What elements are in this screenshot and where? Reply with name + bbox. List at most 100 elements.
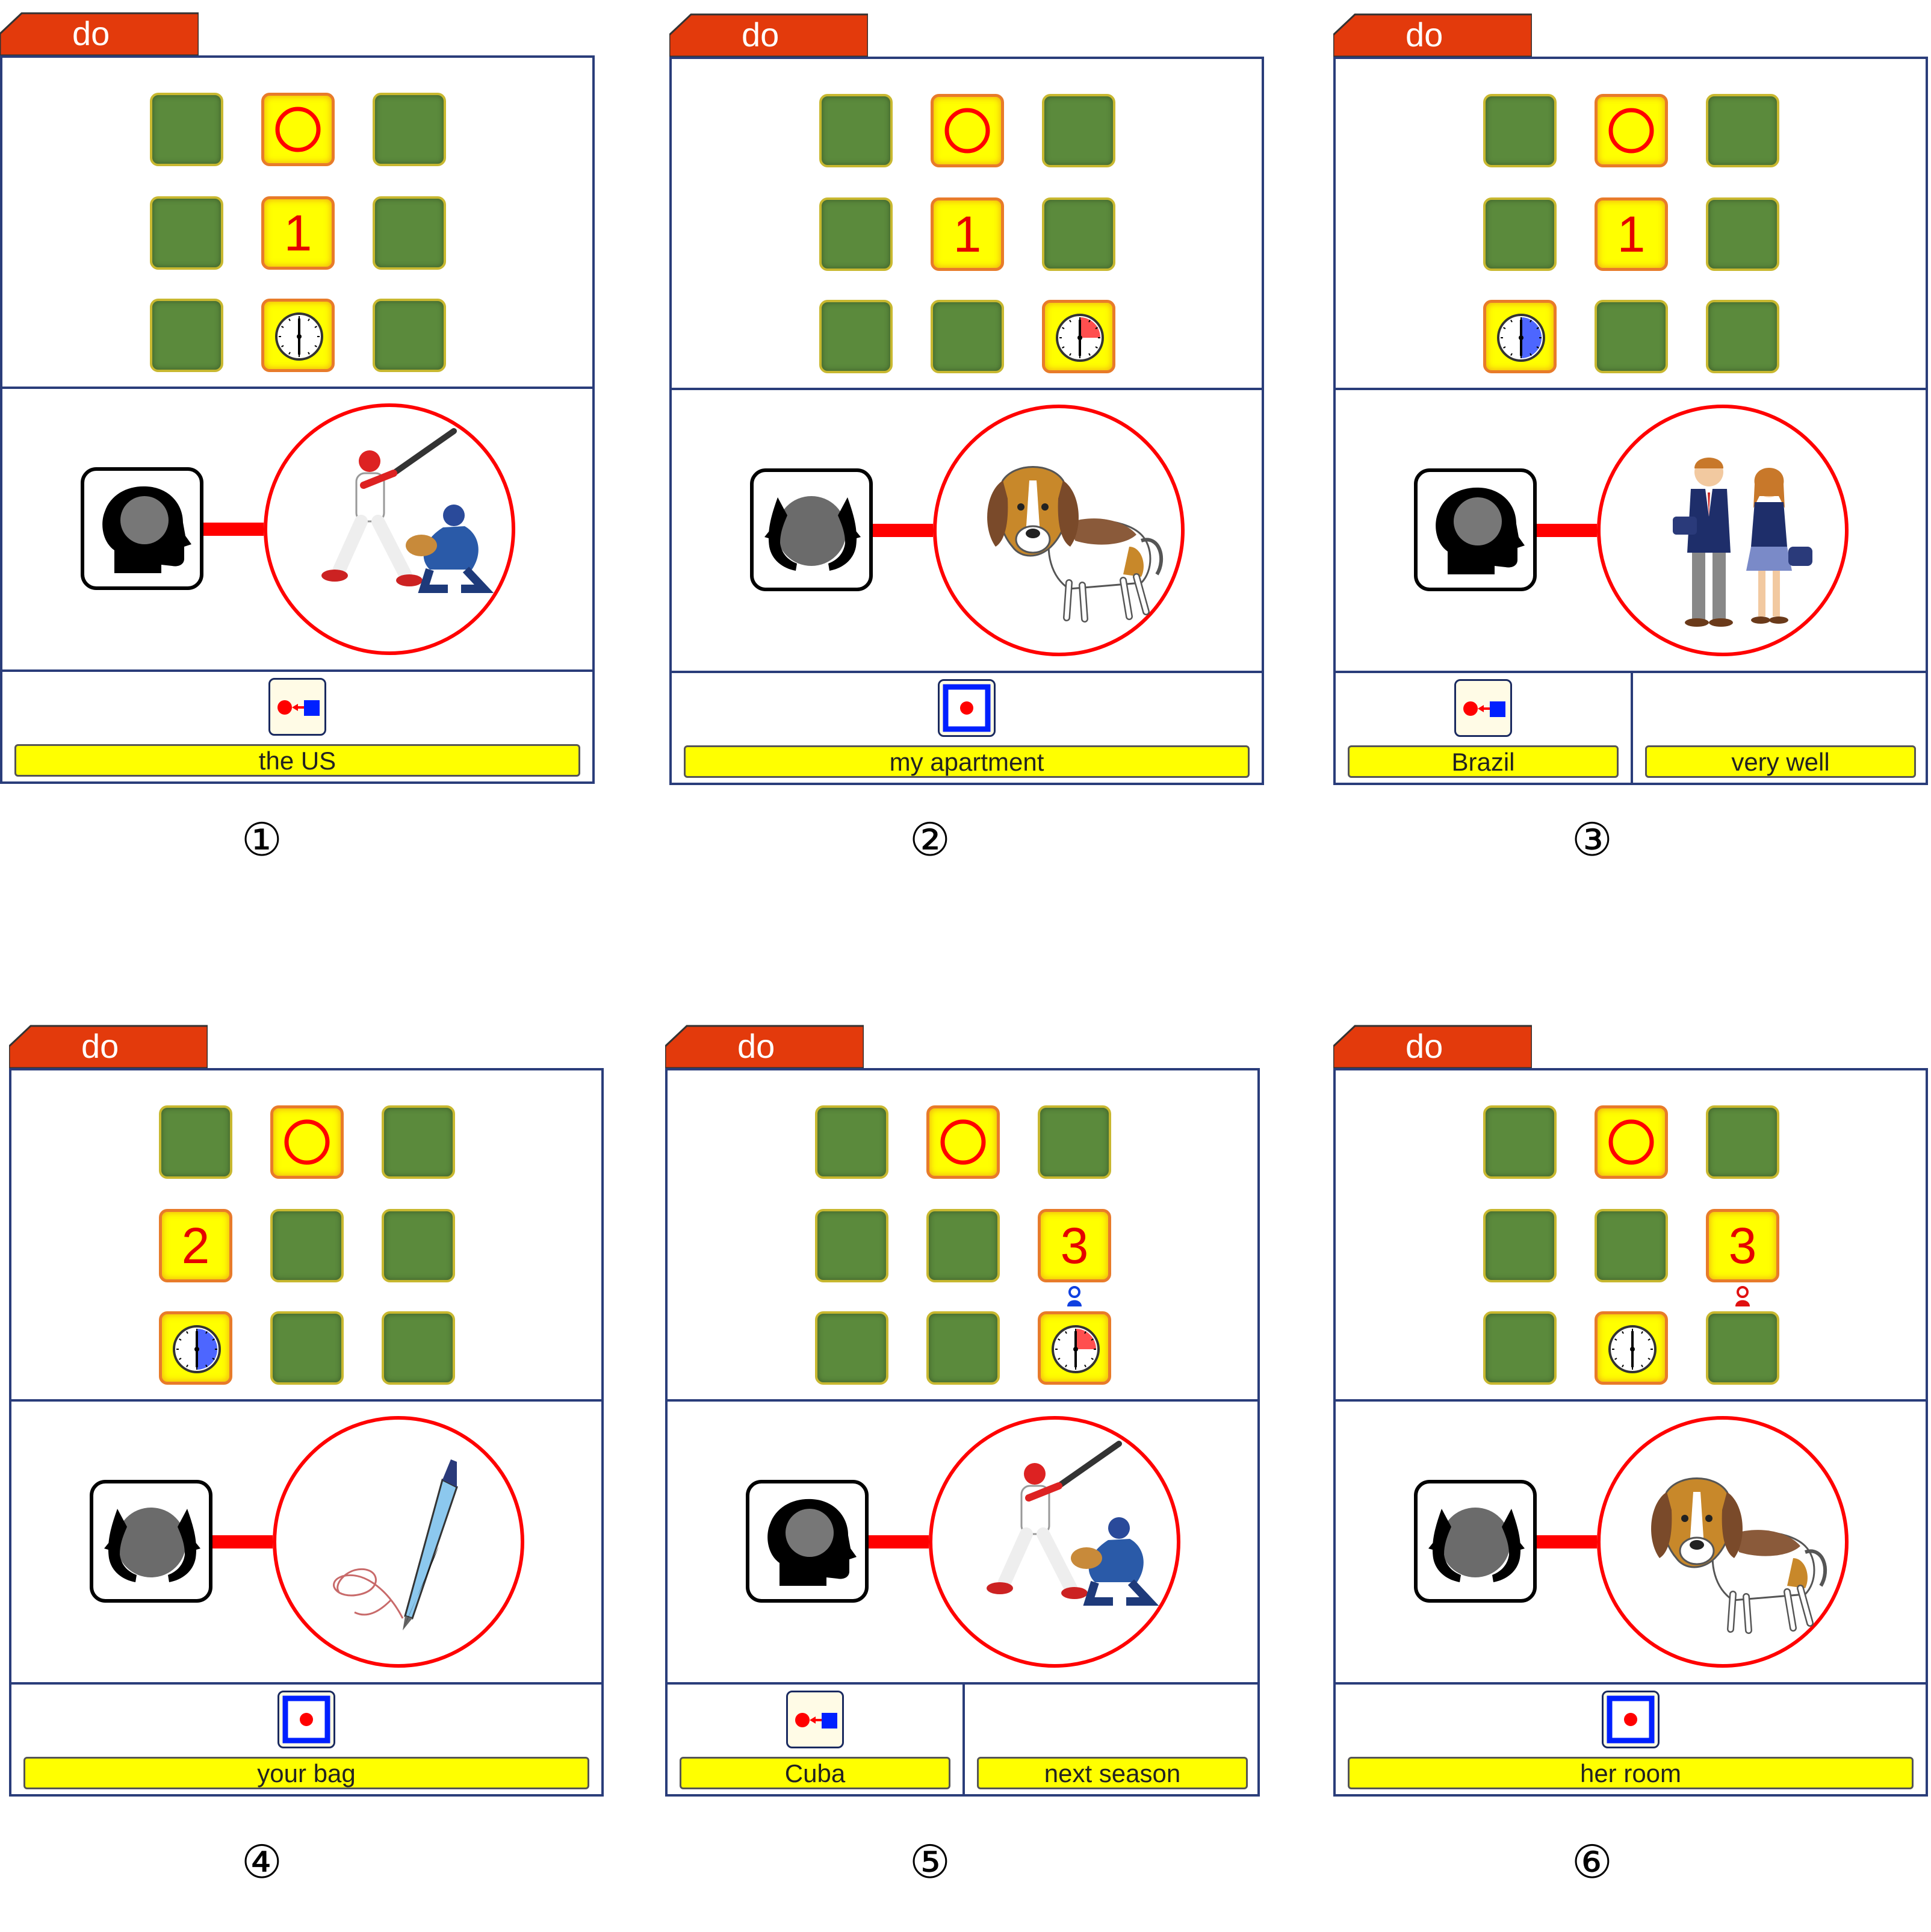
grid-cell-empty	[1595, 1209, 1668, 1282]
picture-circle	[273, 1416, 524, 1668]
grid-cell-empty	[382, 1311, 455, 1385]
clock-icon	[275, 312, 323, 361]
info-section: Cuba next season	[668, 1685, 1257, 1797]
grid-cell-empty	[1483, 1209, 1557, 1282]
card-number: ①	[241, 813, 283, 866]
label-bar: Brazil	[1348, 745, 1619, 778]
clock-icon	[173, 1325, 221, 1373]
grid-section: 1	[672, 59, 1262, 390]
grid-cell-number: 1	[1595, 197, 1668, 271]
info-section: her room	[1336, 1685, 1926, 1797]
card-number: ②	[909, 813, 951, 866]
info-panel: her room	[1336, 1685, 1926, 1797]
label-bar: my apartment	[684, 745, 1250, 778]
circle-mark-icon	[940, 1119, 986, 1165]
info-panel: my apartment	[672, 673, 1262, 785]
info-section: your bag	[11, 1685, 601, 1797]
students-icon	[1673, 458, 1812, 627]
label-bar: next season	[977, 1757, 1248, 1789]
grid-cell-circle	[931, 94, 1004, 167]
grid-cell-empty	[150, 93, 223, 166]
male-person-icon	[1065, 1286, 1083, 1306]
grid-cell-empty	[150, 299, 223, 372]
head-icon-shape	[102, 486, 191, 573]
card-tab: do	[0, 12, 199, 55]
inside-icon-shape	[1607, 1695, 1655, 1744]
tab-label: do	[72, 14, 110, 52]
grid-cell-empty	[1706, 1311, 1779, 1385]
picture-circle	[929, 1416, 1180, 1668]
picture-circle	[1597, 405, 1849, 656]
grid-cell-empty	[1706, 1105, 1779, 1179]
grid-section: 1	[1336, 59, 1926, 390]
grid-cell-empty	[815, 1105, 888, 1179]
grid-cell-empty	[815, 1311, 888, 1385]
info-panel: Cuba	[668, 1685, 962, 1797]
grid-number: 1	[953, 206, 982, 262]
grid-cell-empty	[1483, 1311, 1557, 1385]
grid-number: 1	[1617, 206, 1646, 262]
inside-icon	[938, 679, 996, 737]
picture-section	[668, 1402, 1257, 1685]
grid-cell-empty	[815, 1209, 888, 1282]
from-to-icon	[786, 1691, 844, 1748]
grid-cell-number: 3	[1038, 1209, 1111, 1282]
head-icon-shape	[1436, 487, 1525, 574]
label-bar: her room	[1348, 1757, 1914, 1789]
dog-icon	[1651, 1477, 1827, 1634]
grid-cell-empty	[159, 1105, 232, 1179]
picture-section	[672, 390, 1262, 673]
grid-cell-empty	[1706, 197, 1779, 271]
grid-cell-empty	[373, 299, 446, 372]
card-tab: do	[1333, 13, 1532, 57]
label-bar: your bag	[23, 1757, 589, 1789]
clock-icon	[1497, 314, 1545, 362]
inside-icon-shape	[282, 1695, 330, 1744]
grid-section: 3	[1336, 1070, 1926, 1402]
card-number: ⑥	[1571, 1835, 1613, 1889]
connector-line	[873, 524, 933, 537]
person-shape	[1067, 1286, 1082, 1306]
connector-line	[1537, 1535, 1597, 1548]
grid-cell-empty	[1595, 300, 1668, 373]
tab-shape	[1333, 13, 1532, 57]
card-tab: do	[9, 1025, 208, 1068]
connector-line	[869, 1535, 929, 1548]
grid-cell-empty	[382, 1209, 455, 1282]
label-bar: very well	[1645, 745, 1916, 778]
pen-icon	[333, 1459, 458, 1630]
tab-label: do	[737, 1027, 775, 1065]
grid-cell-empty	[1042, 197, 1115, 271]
head-icon	[1414, 468, 1537, 591]
tab-shape	[665, 1025, 864, 1068]
grid-cell-clock	[1483, 300, 1557, 373]
grid-cell-clock	[159, 1311, 232, 1385]
card-frame: 3 her room	[1333, 1068, 1928, 1797]
grid-cell-clock	[1595, 1311, 1668, 1385]
info-section: the US	[2, 672, 592, 784]
grid-cell-circle	[926, 1105, 1000, 1179]
grid-section: 3	[668, 1070, 1257, 1402]
lesson-card: do 3 Cuba next season	[665, 1025, 1262, 1797]
card-frame: 3 Cuba next season	[665, 1068, 1260, 1797]
hands-holding-icon	[90, 1480, 212, 1603]
info-section: Brazil very well	[1336, 673, 1926, 785]
grid-cell-empty	[1483, 197, 1557, 271]
grid-cell-empty	[270, 1311, 344, 1385]
grid-cell-empty	[1038, 1105, 1111, 1179]
grid-cell-empty	[819, 197, 893, 271]
grid-cell-empty	[819, 300, 893, 373]
card-tab: do	[1333, 1025, 1532, 1068]
from-to-icon-shape	[795, 1713, 837, 1729]
tab-shape	[9, 1025, 208, 1068]
circle-mark-icon	[275, 107, 321, 152]
tab-label: do	[1406, 1027, 1443, 1065]
head-icon	[81, 467, 203, 590]
grid-cell-number: 3	[1706, 1209, 1779, 1282]
grid-cell-empty	[270, 1209, 344, 1282]
grid-number: 1	[284, 205, 312, 261]
grid-cell-empty	[1042, 94, 1115, 167]
picture-section	[2, 389, 592, 672]
